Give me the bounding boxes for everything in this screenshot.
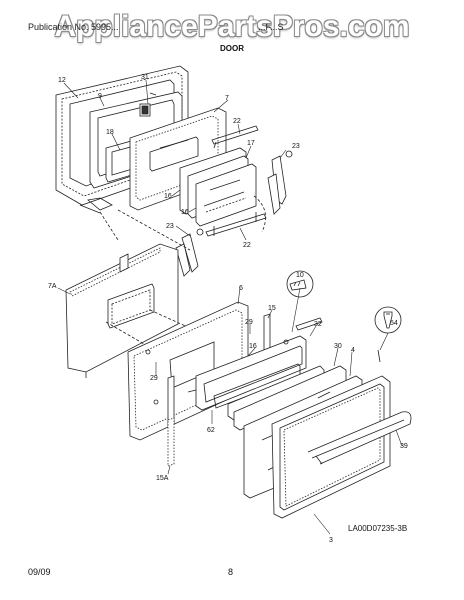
callout-4: 4 [351,347,355,354]
callout-15: 15 [268,305,276,312]
part-39-handle [307,411,412,465]
assembly-lines-upper [99,195,266,251]
callout-18: 18 [106,129,114,136]
footer-page-number: 8 [228,567,234,577]
part-22-upper-bracket [211,125,259,149]
publication-number: Publication No. 5995... [28,22,119,32]
callout-3: 3 [329,537,333,544]
leader-lines [57,79,403,535]
callout-9: 9 [98,93,102,100]
part-17-glass-pack [179,147,257,227]
callout-62: 62 [207,427,215,434]
callout-22-upper: 22 [233,118,241,125]
callout-23-upper: 23 [292,143,300,150]
callout-29-upper: 29 [245,319,253,326]
callout-7A: 7A [48,283,57,290]
callout-16-mid: 16 [181,209,189,216]
callout-10: 10 [296,272,304,279]
part-16-lower-glass [195,335,307,411]
callout-15A: 15A [156,475,169,482]
callout-31: 31 [141,74,149,81]
callout-7: 7 [225,95,229,102]
part-22-lower-bracket [205,212,267,237]
callout-16-lower: 16 [249,343,257,350]
callout-labels: 12 9 31 7 18 22 17 23 16 16 23 22 7A 10 … [48,74,408,544]
callout-23-lower: 23 [166,223,174,230]
part-30-window-frame [227,317,347,431]
callout-6: 6 [239,285,243,292]
callout-22-lower: 22 [243,242,251,249]
screw-detail-10 [286,270,314,298]
callout-39: 39 [400,443,408,450]
callout-30: 30 [334,343,342,350]
screw-small [187,339,381,393]
watermark-logo: AppliancePartsPros.com [54,10,410,43]
callout-32: 32 [314,321,322,328]
section-title: DOOR [220,44,244,53]
callout-16-left: 16 [164,193,172,200]
callout-12: 12 [58,77,66,84]
drawing-reference: LA00D07235-3B [348,524,408,533]
screw-detail-54 [374,306,402,334]
callout-17: 17 [247,140,255,147]
footer-date: 09/09 [28,567,51,577]
callout-54: 54 [390,320,398,327]
part-7A-front-panel [65,243,179,378]
part-23-hinges [175,150,293,277]
callout-29-lower: 29 [150,375,158,382]
model-number: ...F...S [258,22,284,32]
